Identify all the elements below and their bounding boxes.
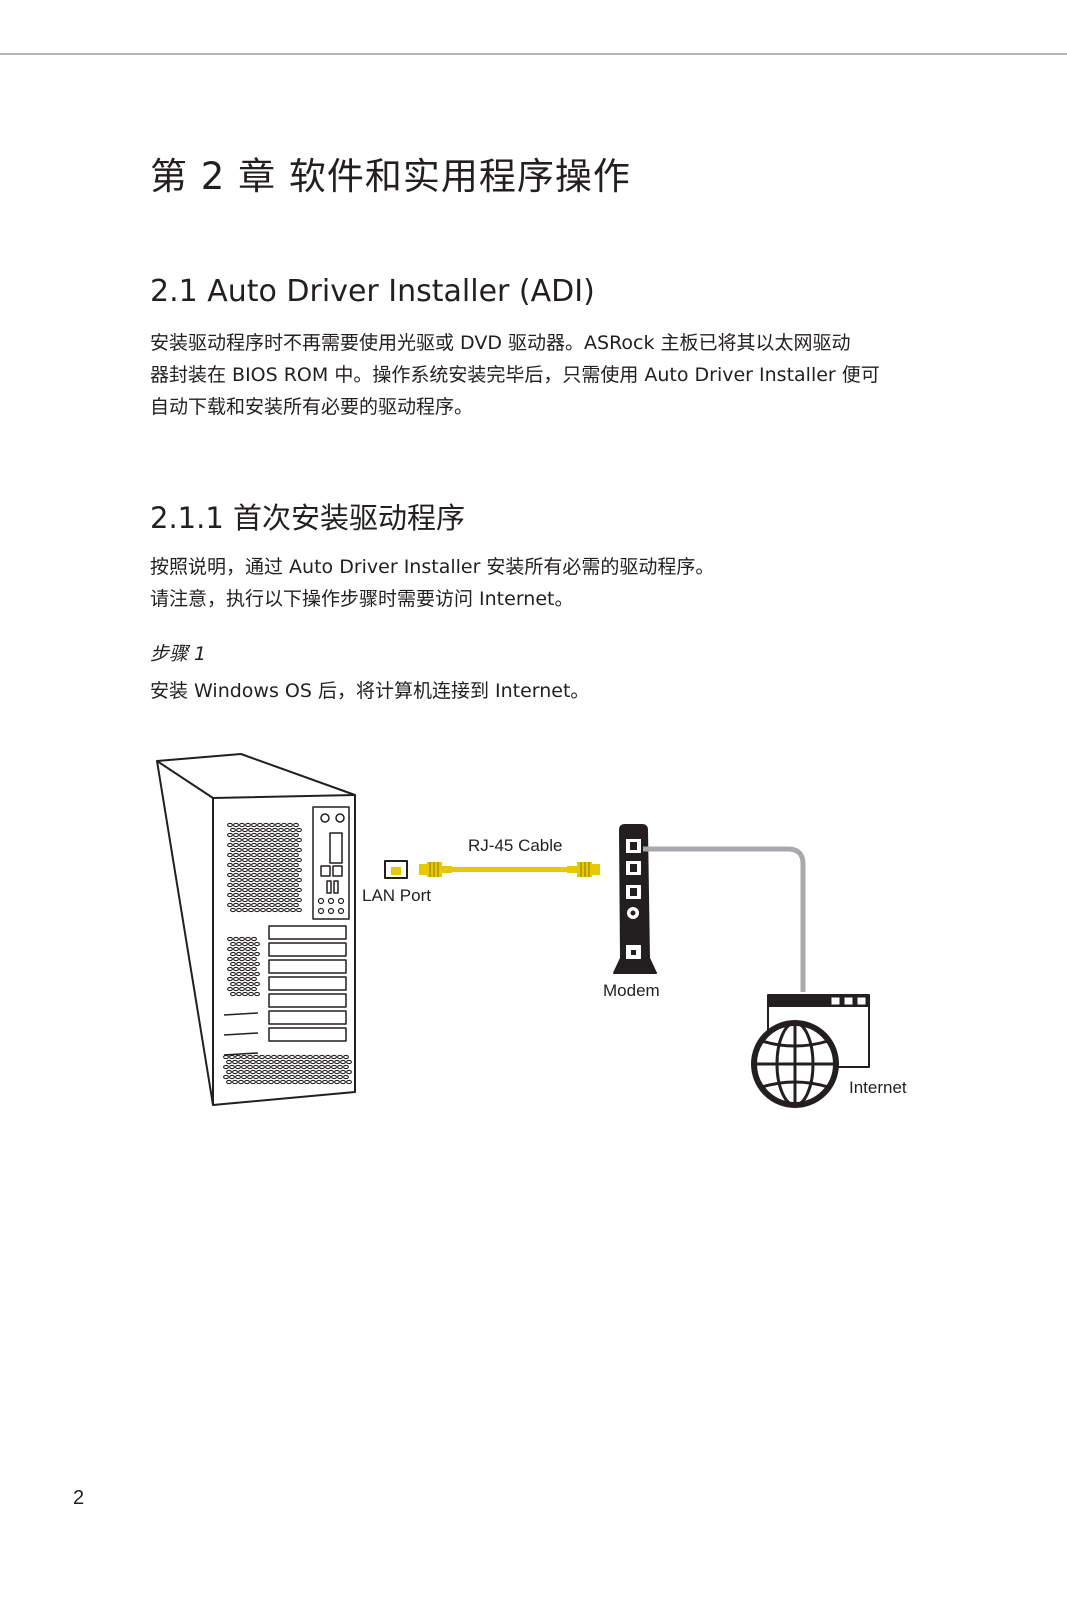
paragraph-line: 按照说明，通过 Auto Driver Installer 安装所有必需的驱动程…	[150, 556, 715, 578]
modem-icon	[613, 824, 657, 974]
chapter-title: 第 2 章 软件和实用程序操作	[150, 155, 631, 198]
pc-tower-icon	[156, 753, 356, 1106]
paragraph-line: 器封装在 BIOS ROM 中。操作系统安装完毕后，只需使用 Auto Driv…	[150, 364, 880, 386]
subsection-title: 2.1.1 首次安装驱动程序	[150, 501, 466, 535]
connection-diagram: LAN Port RJ-45 Cable Modem Internet	[148, 745, 928, 1115]
modem-label: Modem	[603, 981, 660, 1000]
paragraph-line: 自动下载和安装所有必要的驱动程序。	[150, 396, 474, 418]
vent-holes	[223, 822, 352, 1085]
paragraph-line: 安装驱动程序时不再需要使用光驱或 DVD 驱动器。ASRock 主板已将其以太网…	[150, 332, 851, 354]
section-title: 2.1 Auto Driver Installer (ADI)	[150, 274, 595, 309]
internet-label: Internet	[849, 1078, 907, 1097]
section-paragraph: 安装驱动程序时不再需要使用光驱或 DVD 驱动器。ASRock 主板已将其以太网…	[150, 327, 930, 423]
step-text: 安装 Windows OS 后，将计算机连接到 Internet。	[150, 680, 590, 702]
lan-port-label: LAN Port	[362, 886, 431, 905]
internet-globe-icon	[751, 994, 870, 1108]
page-number: 2	[73, 1487, 85, 1509]
top-rule	[0, 53, 1067, 55]
paragraph-line: 请注意，执行以下操作步骤时需要访问 Internet。	[150, 588, 574, 610]
connection-diagram-art	[156, 753, 870, 1108]
step-label: 步骤 1	[150, 643, 207, 665]
rj45-cable-icon	[419, 862, 600, 877]
subsection-paragraph: 按照说明，通过 Auto Driver Installer 安装所有必需的驱动程…	[150, 551, 930, 615]
lan-port-icon	[384, 860, 408, 879]
modem-internet-link	[643, 846, 806, 992]
cable-label: RJ-45 Cable	[468, 836, 563, 855]
